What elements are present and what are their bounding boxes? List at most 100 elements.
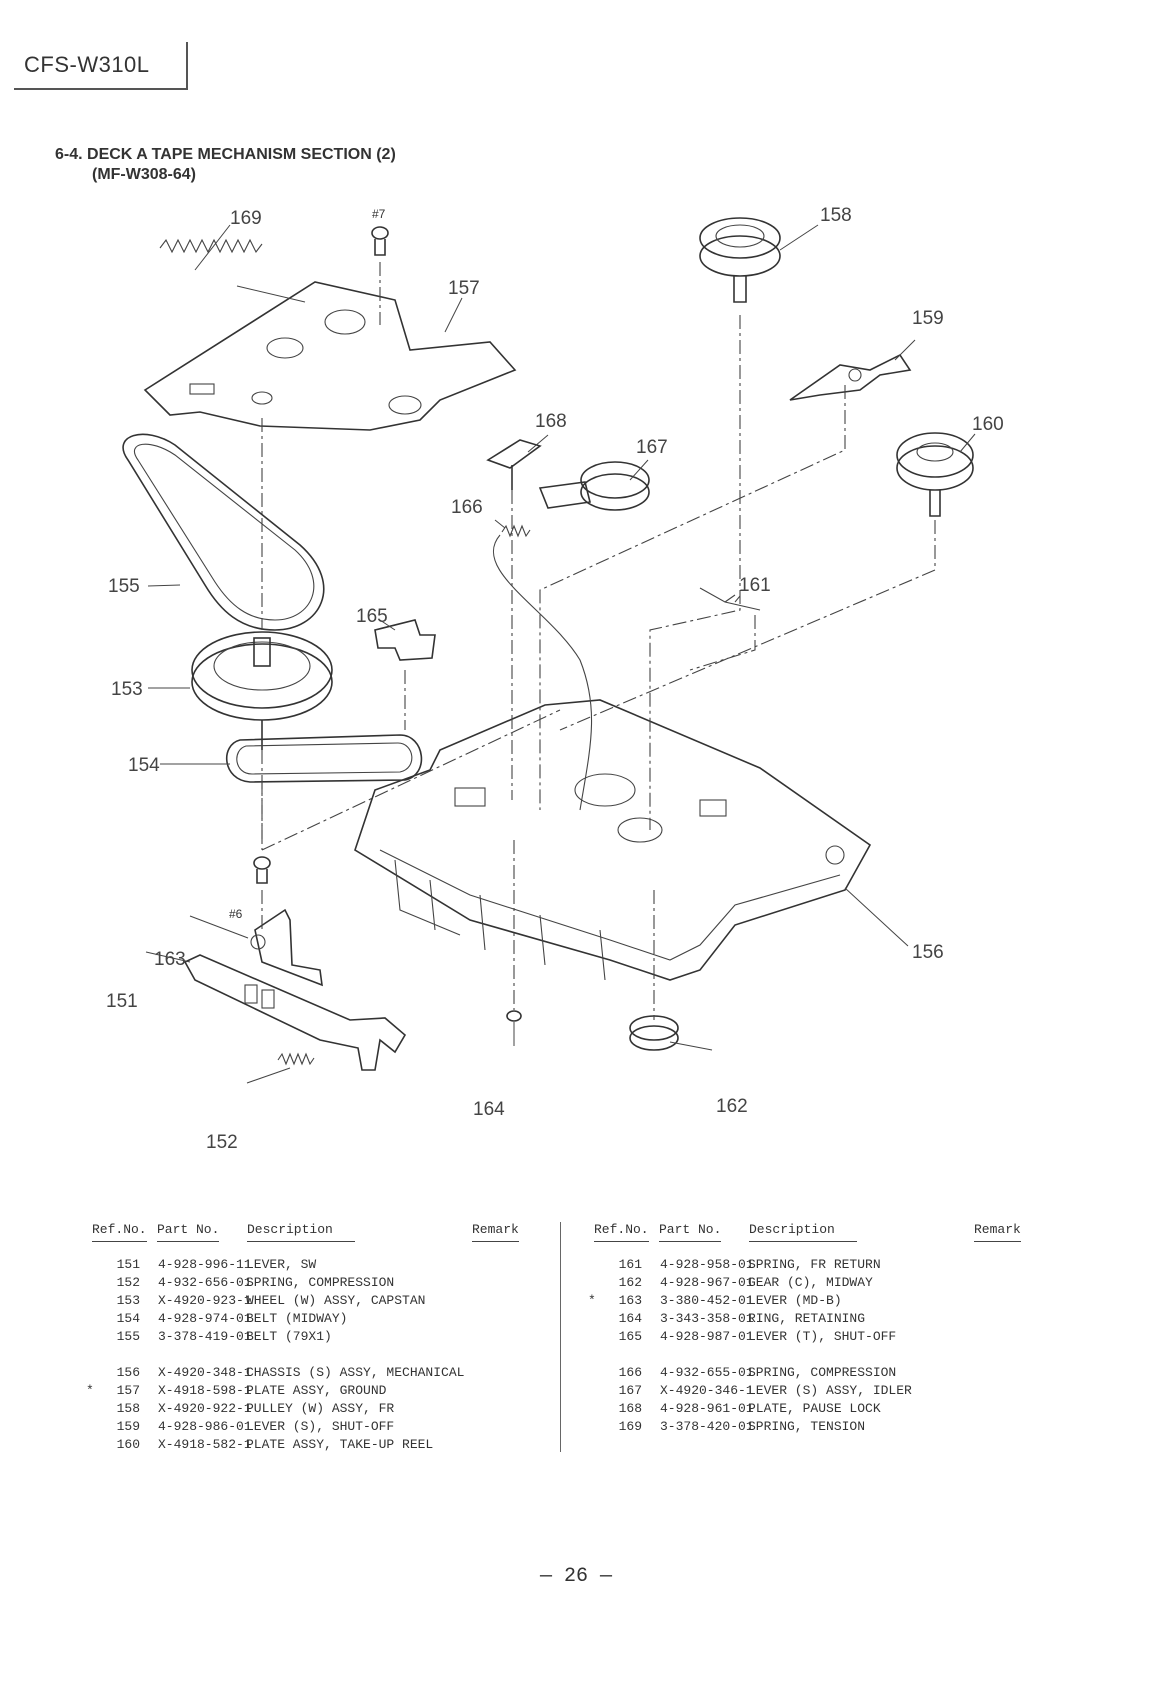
part-number: X-4920-346-1 xyxy=(660,1383,754,1398)
page-number: — 26 — xyxy=(539,1565,612,1588)
screw-label-6: #6 xyxy=(229,907,243,921)
ref-number: 160 xyxy=(116,1437,140,1452)
part-number: 4-928-996-11 xyxy=(158,1257,252,1272)
header-desc-right: Description xyxy=(749,1222,857,1242)
part-number: 4-928-967-01 xyxy=(660,1275,754,1290)
ref-number: 166 xyxy=(618,1365,642,1380)
section-subtitle: (MF-W308-64) xyxy=(92,166,197,183)
ref-number: 161 xyxy=(618,1257,642,1272)
callout-163: 163 xyxy=(154,949,186,970)
header-remark: Remark xyxy=(472,1222,519,1242)
callout-152: 152 xyxy=(206,1132,238,1153)
remark-mark: * xyxy=(86,1383,94,1398)
header-part-right: Part No. xyxy=(659,1222,722,1242)
sw-lever-151 xyxy=(183,954,407,1071)
pause-lock-plate-168 xyxy=(486,439,542,490)
header-part: Part No. xyxy=(157,1222,220,1242)
ground-plate-157 xyxy=(143,281,517,431)
ref-number: 169 xyxy=(618,1419,642,1434)
table-divider xyxy=(560,1222,561,1452)
part-description: PULLEY (W) ASSY, FR xyxy=(246,1401,395,1416)
part-description: SPRING, COMPRESSION xyxy=(748,1365,897,1380)
part-description: LEVER, SW xyxy=(246,1257,317,1272)
callout-156: 156 xyxy=(912,942,944,963)
ref-number: 157 xyxy=(116,1383,140,1398)
part-number: 4-928-987-01 xyxy=(660,1329,754,1344)
part-description: BELT (79X1) xyxy=(246,1329,332,1344)
ref-number: 152 xyxy=(116,1275,140,1290)
callout-168: 168 xyxy=(535,411,567,432)
compression-spring-152 xyxy=(277,1052,315,1066)
ref-number: 154 xyxy=(116,1311,140,1326)
ref-number: 155 xyxy=(116,1329,140,1344)
ref-number: 156 xyxy=(116,1365,140,1380)
part-description: PLATE ASSY, GROUND xyxy=(246,1383,387,1398)
retaining-ring-164 xyxy=(506,1010,522,1022)
callout-162: 162 xyxy=(716,1096,748,1117)
screw-6 xyxy=(253,856,271,884)
tension-spring-169 xyxy=(159,238,263,254)
part-number: 4-928-961-01 xyxy=(660,1401,754,1416)
ref-number: 168 xyxy=(618,1401,642,1416)
part-description: LEVER (T), SHUT-OFF xyxy=(748,1329,897,1344)
part-number: 3-378-420-01 xyxy=(660,1419,754,1434)
ref-number: 153 xyxy=(116,1293,140,1308)
ref-number: 151 xyxy=(116,1257,140,1272)
callout-161: 161 xyxy=(739,575,771,596)
part-number: 3-343-358-01 xyxy=(660,1311,754,1326)
callout-153: 153 xyxy=(111,679,143,700)
idler-lever-167 xyxy=(538,461,650,511)
md-b-lever-163 xyxy=(250,908,323,987)
part-number: 4-928-958-01 xyxy=(660,1257,754,1272)
assembly-lines xyxy=(261,262,936,1020)
ref-number: 163 xyxy=(618,1293,642,1308)
callout-159: 159 xyxy=(912,308,944,329)
callout-164: 164 xyxy=(473,1099,505,1120)
part-number: X-4918-598-1 xyxy=(158,1383,252,1398)
part-description: LEVER (S), SHUT-OFF xyxy=(246,1419,395,1434)
callout-labels: 169 157 158 159 160 168 167 166 155 165 … xyxy=(106,205,1004,1153)
shutoff-lever-165 xyxy=(374,619,436,661)
callout-165: 165 xyxy=(356,606,388,627)
mechanical-chassis-156 xyxy=(354,699,872,981)
header-remark-right: Remark xyxy=(974,1222,1021,1242)
remark-mark: * xyxy=(588,1293,596,1308)
fr-pulley-158 xyxy=(699,217,781,303)
section-title: 6-4. DECK A TAPE MECHANISM SECTION (2) xyxy=(55,146,396,163)
screw-7 xyxy=(371,226,389,256)
ref-number: 167 xyxy=(618,1383,642,1398)
capstan-wheel-153 xyxy=(191,631,333,750)
part-number: 4-928-974-01 xyxy=(158,1311,252,1326)
takeup-reel-160 xyxy=(896,432,974,517)
part-description: PLATE ASSY, TAKE-UP REEL xyxy=(246,1437,434,1452)
part-number: X-4920-923-1 xyxy=(158,1293,252,1308)
callout-167: 167 xyxy=(636,437,668,458)
callout-151: 151 xyxy=(106,991,138,1012)
midway-gear-162 xyxy=(629,1015,679,1051)
part-number: X-4918-582-1 xyxy=(158,1437,252,1452)
ref-number: 162 xyxy=(618,1275,642,1290)
part-description: SPRING, FR RETURN xyxy=(748,1257,881,1272)
screw-label-7: #7 xyxy=(372,207,386,221)
callout-157: 157 xyxy=(448,278,480,299)
part-description: PLATE, PAUSE LOCK xyxy=(748,1401,881,1416)
callout-169: 169 xyxy=(230,208,262,229)
shutoff-lever-159 xyxy=(789,353,912,401)
part-description: CHASSIS (S) ASSY, MECHANICAL xyxy=(246,1365,465,1380)
part-description: WHEEL (W) ASSY, CAPSTAN xyxy=(246,1293,426,1308)
part-number: X-4920-922-1 xyxy=(158,1401,252,1416)
part-description: SPRING, TENSION xyxy=(748,1419,866,1434)
callout-160: 160 xyxy=(972,414,1004,435)
callout-166: 166 xyxy=(451,497,483,518)
part-number: 4-928-986-01 xyxy=(158,1419,252,1434)
part-description: LEVER (MD-B) xyxy=(748,1293,842,1308)
model-number: CFS-W310L xyxy=(24,52,150,77)
part-number: X-4920-348-1 xyxy=(158,1365,252,1380)
model-box: CFS-W310L xyxy=(14,42,188,90)
exploded-view-diagram: 169 157 158 159 160 168 167 166 155 165 … xyxy=(106,205,1004,1153)
ref-number: 165 xyxy=(618,1329,642,1344)
belt-154 xyxy=(226,734,423,783)
part-number: 4-932-655-01 xyxy=(660,1365,754,1380)
header-ref-right: Ref.No. xyxy=(594,1222,649,1242)
fr-return-spring-161 xyxy=(699,587,761,611)
